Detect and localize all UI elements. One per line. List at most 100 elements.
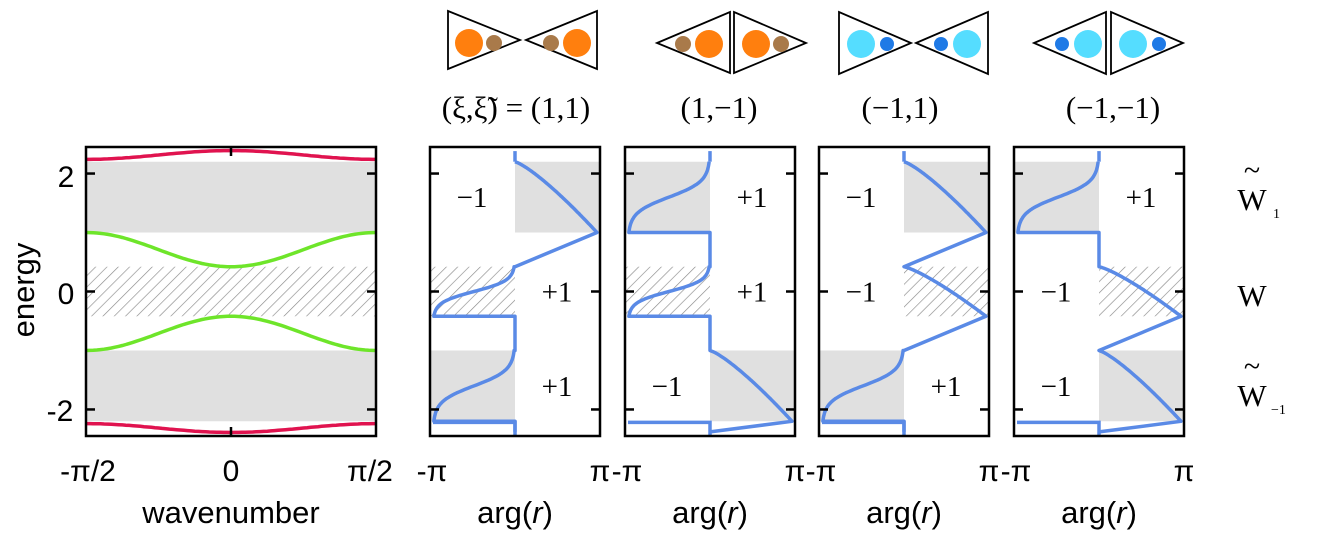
ytick-label-2: 2 xyxy=(58,161,75,194)
small-site-icon xyxy=(675,36,691,52)
triangle-icon xyxy=(838,10,914,76)
small-site-icon xyxy=(934,37,948,51)
winding-label: −1 xyxy=(652,371,683,403)
phase-xlabel: arg(r) xyxy=(672,495,748,530)
gap-region xyxy=(86,350,376,422)
phase-xlabel-post: ) xyxy=(932,495,942,530)
band-xlabel: wavenumber xyxy=(141,495,319,530)
winding-label: +1 xyxy=(737,277,768,309)
small-site-icon xyxy=(543,35,559,51)
xtick-label-left: -π/2 xyxy=(60,455,116,488)
large-site-icon xyxy=(953,30,981,58)
phase-xlabel-var: r xyxy=(727,495,739,530)
winding-label: +1 xyxy=(542,277,573,309)
gap-label-middle: W xyxy=(1237,278,1267,313)
winding-label: +1 xyxy=(737,182,768,214)
band-curve-upper xyxy=(85,230,377,269)
large-site-icon xyxy=(742,30,770,58)
xtick-label-right: π xyxy=(1174,455,1195,488)
reflection-phase-curve xyxy=(1016,161,1183,434)
winding-label: +1 xyxy=(1126,182,1157,214)
dimer-icon-1-m1 xyxy=(654,10,809,75)
reflection-phase-curve xyxy=(432,160,599,432)
xtick-label-right: π xyxy=(979,455,1000,488)
band-panel-ticks xyxy=(86,147,376,436)
winding-label: +1 xyxy=(931,371,962,403)
triangle-icon xyxy=(654,10,731,75)
gap-label-upper: ~ W 1 xyxy=(1237,154,1280,222)
phase-xlabel-post: ) xyxy=(1127,495,1137,530)
phase-xlabel-pre: arg( xyxy=(477,495,533,530)
xtick-label-center: 0 xyxy=(223,455,240,488)
panel-title-4: (−1,−1) xyxy=(1066,90,1160,125)
gap-label-upper-base: W xyxy=(1237,182,1267,217)
dimer-icon-m1-m1 xyxy=(1031,10,1186,76)
phase-xlabel-post: ) xyxy=(738,495,748,530)
phase-panel-3: −1 −1 +1 -π π arg(r) xyxy=(806,145,1000,530)
gap-label-lower-tilde: ~ xyxy=(1244,350,1260,383)
triangle-icon xyxy=(1110,10,1186,76)
ytick-label-minus2: -2 xyxy=(47,395,74,428)
xtick-label-right: π xyxy=(590,455,611,488)
xtick-label-left: -π xyxy=(806,455,837,488)
xtick-label-right: π xyxy=(785,455,806,488)
panel-title-2: (1,−1) xyxy=(681,90,758,125)
large-site-icon xyxy=(847,30,875,58)
gap-label-lower: ~ W −1 xyxy=(1237,350,1286,418)
phase-panel-2: +1 +1 −1 -π π arg(r) xyxy=(612,145,806,530)
large-site-icon xyxy=(563,29,591,57)
phase-xlabel-pre: arg( xyxy=(866,495,922,530)
phase-xlabel-pre: arg( xyxy=(672,495,728,530)
phase-panel-1: −1 +1 +1 -π π arg(r) xyxy=(417,145,611,530)
dimer-icon-1-1 xyxy=(447,9,598,71)
reflection-phase-curve-bottom xyxy=(822,420,906,436)
reflection-phase-curve-bottom xyxy=(433,420,517,436)
xtick-label-left: -π xyxy=(417,455,448,488)
large-site-icon xyxy=(1074,30,1102,58)
winding-label: −1 xyxy=(846,277,877,309)
reflection-phase-curve-bottom xyxy=(628,420,712,436)
dimer-icon-m1-1 xyxy=(838,10,989,76)
reflection-phase-curve-bottom xyxy=(1017,420,1101,436)
reflection-phase-curve xyxy=(821,160,988,432)
large-site-icon xyxy=(455,29,483,57)
winding-label: −1 xyxy=(457,182,488,214)
xtick-label-right: π/2 xyxy=(347,455,393,488)
small-site-icon xyxy=(1152,37,1166,51)
gap-label-upper-tilde: ~ xyxy=(1244,154,1260,187)
gap-label-upper-sub: 1 xyxy=(1273,207,1280,222)
large-site-icon xyxy=(1119,30,1147,58)
phase-xlabel-post: ) xyxy=(543,495,553,530)
gap-label-lower-sub: −1 xyxy=(1271,403,1286,418)
phase-xlabel-var: r xyxy=(1116,495,1128,530)
phase-xlabel-var: r xyxy=(532,495,544,530)
triangle-icon xyxy=(913,10,989,76)
band-structure-panel: 2 0 -2 -π/2 0 π/2 wavenumber energy xyxy=(6,145,393,530)
phase-xlabel-pre: arg( xyxy=(1061,495,1117,530)
triangle-icon xyxy=(733,10,809,75)
xtick-label-left: -π xyxy=(612,455,643,488)
winding-label: −1 xyxy=(846,182,877,214)
xtick-label-left: -π xyxy=(1001,455,1032,488)
hatched-gap-region xyxy=(86,266,376,317)
winding-label: −1 xyxy=(1041,371,1072,403)
triangle-icon xyxy=(1031,10,1107,76)
band-curve-lower xyxy=(85,314,377,353)
panel-title-1: (ξ,ξ̃) = (1,1) xyxy=(442,90,590,125)
band-ylabel: energy xyxy=(6,242,41,337)
gap-label-lower-base: W xyxy=(1237,378,1267,413)
small-site-icon xyxy=(1055,37,1069,51)
small-site-icon xyxy=(773,36,789,52)
ytick-label-0: 0 xyxy=(58,278,75,311)
small-site-icon xyxy=(880,37,894,51)
winding-label: +1 xyxy=(542,371,573,403)
panel-title-3: (−1,1) xyxy=(862,90,939,125)
phase-xlabel-var: r xyxy=(921,495,933,530)
small-site-icon xyxy=(486,35,502,51)
phase-xlabel: arg(r) xyxy=(1061,495,1137,530)
gap-region xyxy=(86,161,376,233)
band-gap-regions xyxy=(86,161,376,422)
